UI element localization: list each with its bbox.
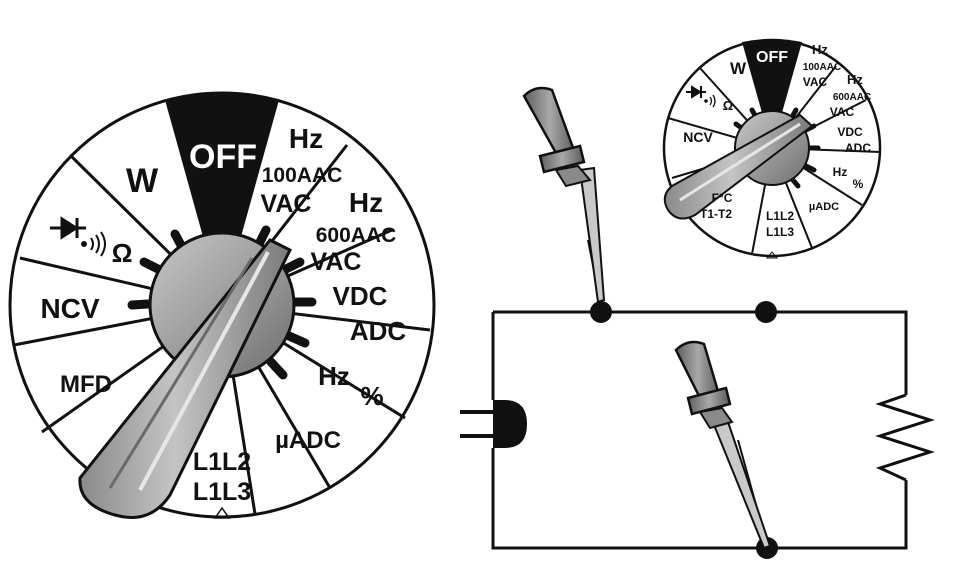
small-label-ohm[interactable]: Ω	[723, 98, 733, 113]
small-label-temp-2: T1-T2	[700, 207, 732, 221]
large-label-100aac: 100AAC	[262, 164, 343, 187]
small-label-uadc[interactable]: µADC	[809, 201, 839, 213]
large-label-vdc[interactable]: VDC	[333, 281, 388, 311]
small-label-w[interactable]: W	[730, 59, 747, 78]
large-dial-marker	[213, 506, 231, 519]
small-diode-continuity-icon	[686, 85, 716, 108]
large-label-vac-1: VAC	[261, 190, 312, 218]
large-label-hz-2[interactable]: Hz	[349, 187, 383, 218]
small-off-wedge	[742, 39, 802, 148]
small-label-hz-pct[interactable]: Hz	[833, 165, 848, 179]
small-label-adc: ADC	[845, 141, 871, 155]
large-off-wedge	[165, 94, 279, 305]
small-rotary-dial: OFF W Hz 100AAC VAC Hz 600AAC VAC VDC AD…	[662, 38, 882, 259]
small-label-l1l2[interactable]: L1L2	[766, 209, 794, 223]
plug-component	[460, 400, 527, 448]
small-dial-marker	[765, 251, 779, 259]
small-label-off[interactable]: OFF	[756, 49, 788, 66]
test-probe-1[interactable]	[522, 86, 606, 307]
large-diode-continuity-icon	[50, 216, 106, 257]
small-label-vac-1: VAC	[803, 75, 828, 89]
large-label-ohm[interactable]: Ω	[112, 238, 133, 268]
small-label-temp[interactable]: F°C	[712, 191, 733, 205]
small-label-hz-2[interactable]: Hz	[847, 72, 863, 87]
small-label-vac-2: VAC	[830, 105, 855, 119]
large-pointer-groove	[108, 257, 254, 489]
large-label-hz-pct[interactable]: Hz	[318, 361, 350, 391]
small-label-hz-1[interactable]: Hz	[812, 42, 828, 57]
large-label-uadc[interactable]: µADC	[275, 427, 341, 454]
small-label-600aac: 600AAC	[833, 92, 871, 103]
circuit-wires	[491, 310, 908, 550]
large-label-mfd[interactable]: MFD	[60, 371, 112, 398]
large-label-ncv[interactable]: NCV	[40, 293, 99, 324]
large-label-600aac: 600AAC	[316, 224, 397, 247]
large-label-w[interactable]: W	[126, 162, 159, 200]
circuit-node-top-left[interactable]	[590, 301, 612, 323]
large-label-off[interactable]: OFF	[189, 138, 257, 176]
large-label-vac-2: VAC	[311, 248, 362, 276]
large-label-pct: %	[360, 381, 383, 411]
resistor-symbol	[875, 393, 935, 482]
test-circuit	[460, 301, 935, 559]
large-label-l1l3: L1L3	[193, 478, 251, 506]
large-pointer-highlight	[138, 251, 270, 491]
small-label-l1l3: L1L3	[766, 225, 794, 239]
large-rotary-dial: OFF W Hz 100AAC VAC Hz 600AAC VAC VDC AD…	[8, 91, 436, 519]
small-pointer-highlight	[679, 122, 801, 202]
small-label-100aac: 100AAC	[803, 62, 841, 73]
large-label-adc: ADC	[350, 316, 407, 346]
large-label-hz-1[interactable]: Hz	[289, 123, 323, 154]
test-probe-2[interactable]	[674, 340, 772, 550]
circuit-node-top-right[interactable]	[755, 301, 777, 323]
small-label-pct: %	[853, 177, 864, 191]
small-label-ncv[interactable]: NCV	[683, 129, 713, 145]
large-label-l1l2[interactable]: L1L2	[193, 448, 251, 476]
small-label-vdc[interactable]: VDC	[837, 125, 863, 139]
